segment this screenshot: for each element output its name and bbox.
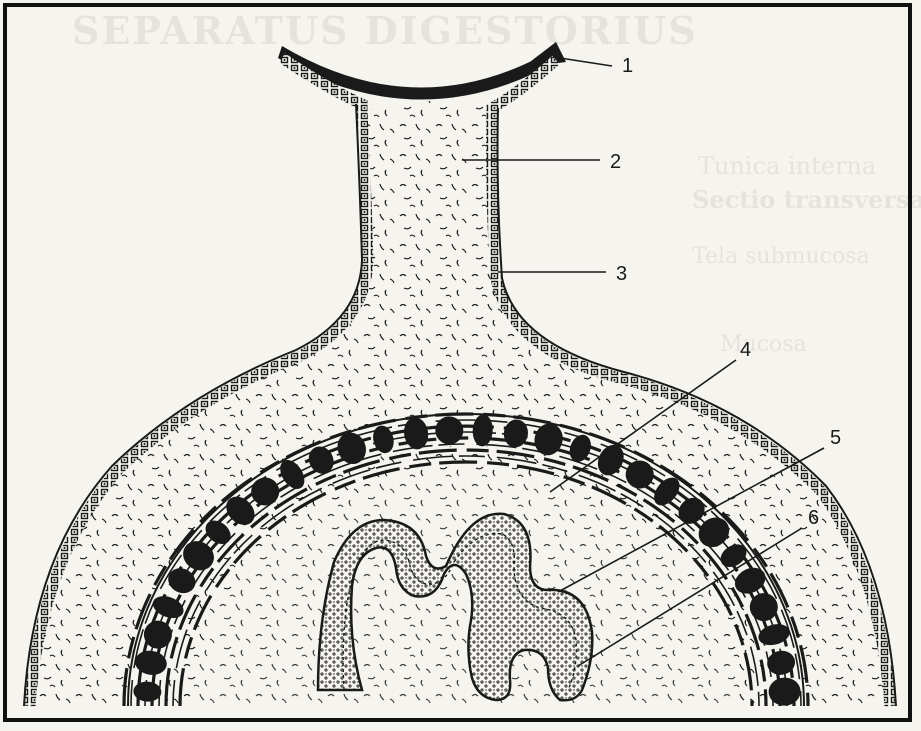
figure-frame	[3, 3, 912, 722]
